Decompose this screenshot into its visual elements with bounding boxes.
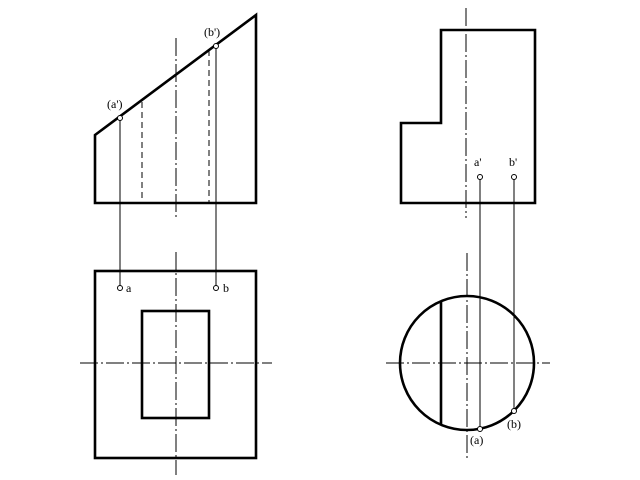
front-view xyxy=(93,12,258,218)
label-side-a: a' xyxy=(474,155,482,169)
side-view xyxy=(399,8,537,218)
circle-view xyxy=(386,253,550,458)
point-b-circle xyxy=(511,408,517,414)
point-b-side xyxy=(511,174,517,180)
label-side-b: b' xyxy=(509,155,517,169)
point-a-front xyxy=(117,115,123,121)
label-bottom-a: (a) xyxy=(470,433,483,447)
projection-lines xyxy=(119,46,515,430)
point-b-top xyxy=(213,285,219,291)
front-view-outline xyxy=(93,12,258,205)
label-front-a: (a') xyxy=(107,97,122,111)
top-view-outer-square xyxy=(93,269,258,460)
point-b-front xyxy=(213,43,219,49)
side-view-outline xyxy=(399,28,537,205)
point-a-top xyxy=(117,285,123,291)
label-front-b: (b') xyxy=(204,25,220,39)
point-a-side xyxy=(477,174,483,180)
label-top-a: a xyxy=(126,281,132,295)
point-a-circle xyxy=(477,426,483,432)
points xyxy=(117,43,517,432)
label-bottom-b: (b) xyxy=(507,417,521,431)
top-view xyxy=(80,252,272,475)
labels: (a') (b') a b a' b' (a) (b) xyxy=(107,25,521,447)
label-top-b: b xyxy=(223,281,229,295)
